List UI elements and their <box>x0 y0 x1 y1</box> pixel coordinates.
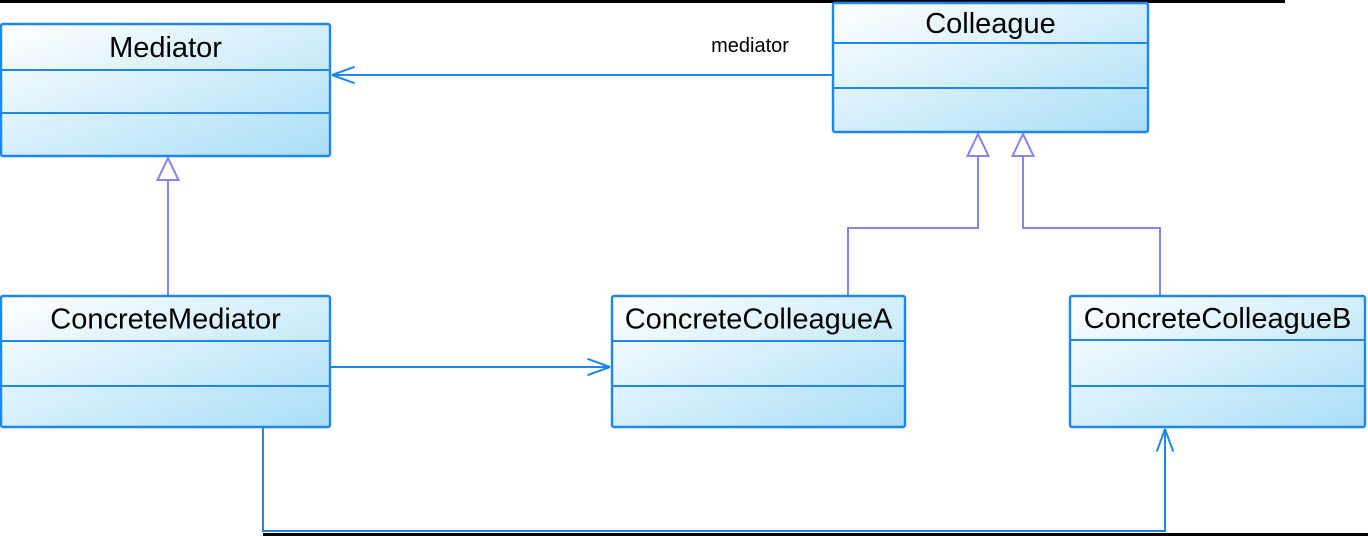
generalization-line <box>847 156 979 296</box>
concretemediator-colleagueb-association <box>262 427 1175 532</box>
concretecolleaguea-generalization <box>847 131 991 296</box>
association-line <box>262 427 1166 532</box>
colleague-mediator-association-label: mediator <box>711 35 789 57</box>
class-rect <box>0 22 332 158</box>
class-name-concrete-mediator: ConcreteMediator <box>50 304 281 336</box>
open-arrowhead-icon <box>331 74 355 85</box>
concretemediator-colleaguea-association <box>330 357 611 377</box>
class-rect <box>831 1 1150 134</box>
concretemediator-generalization <box>155 155 181 296</box>
class-box-concrete-mediator: ConcreteMediator <box>0 294 332 429</box>
generalization-triangle-icon <box>155 155 181 181</box>
generalization-triangle-icon <box>1010 131 1036 157</box>
class-name-concrete-colleague-a: ConcreteColleagueA <box>625 304 893 336</box>
class-name-concrete-colleague-b: ConcreteColleagueB <box>1084 303 1352 335</box>
class-box-mediator: Mediator <box>0 22 332 158</box>
open-arrowhead-icon <box>1164 428 1175 452</box>
class-rect <box>0 294 332 429</box>
open-arrowhead-icon <box>331 65 355 76</box>
open-arrowhead-icon <box>1155 428 1166 452</box>
class-box-concrete-colleague-a: ConcreteColleagueA <box>610 294 907 429</box>
generalization-triangle-icon <box>965 131 991 157</box>
class-rect <box>1068 294 1367 429</box>
generalization-line <box>1022 156 1161 296</box>
class-name-mediator: Mediator <box>109 32 222 64</box>
class-rect <box>610 294 907 429</box>
class-box-concrete-colleague-b: ConcreteColleagueB <box>1068 294 1367 429</box>
colleague-mediator-association: mediator <box>331 35 833 85</box>
open-arrowhead-icon <box>587 357 611 368</box>
open-arrowhead-icon <box>587 366 611 377</box>
class-box-colleague: Colleague <box>831 1 1150 134</box>
class-name-colleague: Colleague <box>925 8 1056 40</box>
concretecolleagueb-generalization <box>1010 131 1161 296</box>
